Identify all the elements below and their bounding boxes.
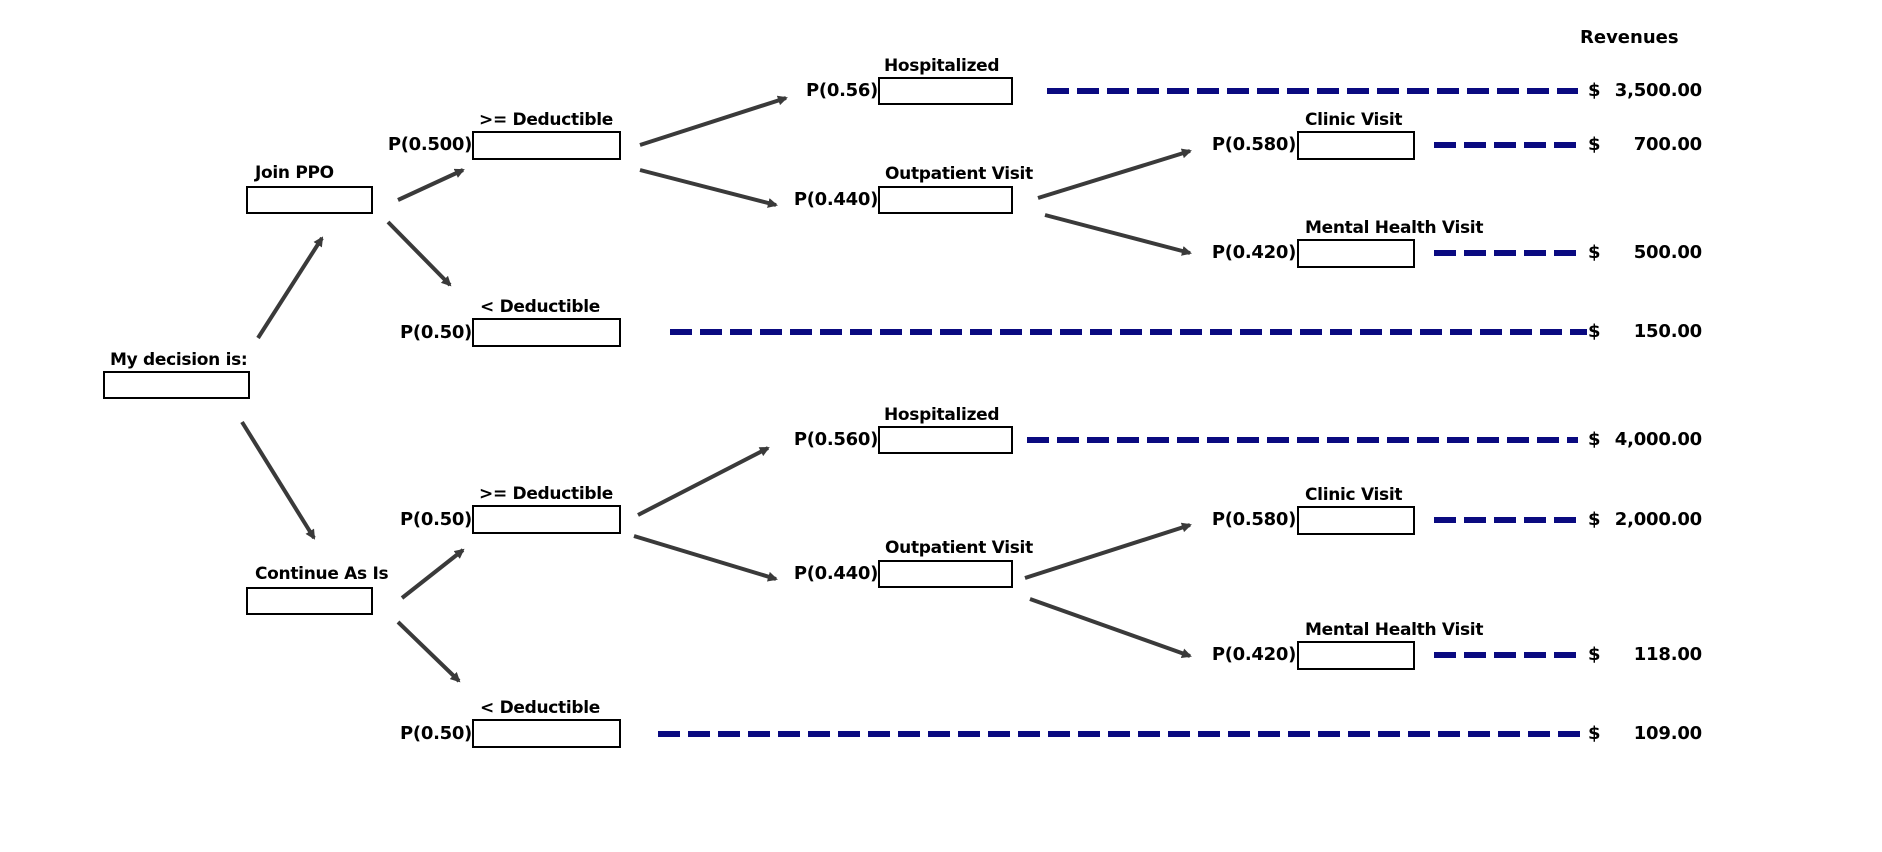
currency-symbol: $	[1588, 429, 1601, 450]
revenue-cont-lt: 109.00	[1633, 723, 1702, 744]
arrow-cont-outp-to-mental	[1029, 597, 1192, 659]
join-mental-label: Mental Health Visit	[1305, 218, 1484, 238]
join-ppo-box[interactable]	[246, 186, 373, 214]
revenue-cont-clinic: 2,000.00	[1614, 509, 1702, 530]
cont-outp-box[interactable]	[878, 560, 1013, 588]
join-ge-label: >= Deductible	[479, 110, 613, 130]
currency-symbol: $	[1588, 644, 1601, 665]
arrow-root-to-join	[256, 236, 324, 340]
continue-box[interactable]	[246, 587, 373, 615]
arrow-root-to-continue	[240, 420, 316, 540]
join-lt-box[interactable]	[472, 318, 621, 347]
cont-lt-prob: P(0.50)	[400, 723, 472, 744]
dash-cont-mental	[1434, 652, 1587, 665]
currency-symbol: $	[1588, 509, 1601, 530]
continue-label: Continue As Is	[255, 564, 389, 584]
join-mental-box[interactable]	[1297, 239, 1415, 268]
join-lt-prob: P(0.50)	[400, 322, 472, 343]
cont-mental-prob: P(0.420)	[1211, 644, 1296, 665]
revenues-header: Revenues	[1580, 27, 1679, 48]
tree-arrows	[240, 95, 1192, 683]
join-lt-label: < Deductible	[480, 297, 601, 317]
dash-join-lt	[670, 329, 1591, 342]
cont-hosp-label: Hospitalized	[884, 405, 1000, 425]
cont-mental-label: Mental Health Visit	[1305, 620, 1484, 640]
arrow-join-to-ge	[397, 168, 465, 202]
currency-symbol: $	[1588, 80, 1601, 101]
arrow-join-to-lt	[386, 220, 452, 287]
arrow-cont-to-ge	[400, 548, 465, 600]
cont-outp-label: Outpatient Visit	[885, 538, 1033, 558]
dash-join-hosp	[1047, 88, 1582, 101]
cont-ge-label: >= Deductible	[479, 484, 613, 504]
arrow-cont-ge-to-outp	[633, 534, 778, 582]
join-ppo-label: Join PPO	[255, 163, 334, 183]
cont-clinic-prob: P(0.580)	[1211, 509, 1296, 530]
cont-ge-prob: P(0.50)	[400, 509, 472, 530]
join-hosp-box[interactable]	[878, 77, 1013, 105]
join-ge-prob: P(0.500)	[387, 134, 472, 155]
arrow-cont-outp-to-clinic	[1024, 522, 1192, 580]
join-hosp-label: Hospitalized	[884, 56, 1000, 76]
arrow-join-ge-to-hosp	[639, 95, 788, 147]
dash-join-mental	[1434, 250, 1587, 263]
cont-clinic-label: Clinic Visit	[1305, 485, 1403, 505]
cont-clinic-box[interactable]	[1297, 506, 1415, 535]
currency-symbol: $	[1588, 723, 1601, 744]
arrow-cont-to-lt	[396, 620, 461, 683]
dash-cont-lt	[658, 731, 1591, 744]
revenue-join-clinic: 700.00	[1633, 134, 1702, 155]
arrow-join-outp-to-clinic	[1037, 148, 1192, 200]
join-clinic-label: Clinic Visit	[1305, 110, 1403, 130]
join-hosp-prob: P(0.56)	[806, 80, 878, 101]
cont-hosp-prob: P(0.560)	[793, 429, 878, 450]
join-ge-box[interactable]	[472, 131, 621, 160]
cont-ge-box[interactable]	[472, 505, 621, 534]
cont-lt-label: < Deductible	[480, 698, 601, 718]
revenue-join-hosp: 3,500.00	[1614, 80, 1702, 101]
currency-symbol: $	[1588, 242, 1601, 263]
cont-lt-box[interactable]	[472, 719, 621, 748]
revenue-join-mental: 500.00	[1633, 242, 1702, 263]
join-mental-prob: P(0.420)	[1211, 242, 1296, 263]
join-outp-prob: P(0.440)	[793, 189, 878, 210]
arrow-join-outp-to-mental	[1044, 213, 1192, 256]
cont-outp-prob: P(0.440)	[793, 563, 878, 584]
arrow-join-ge-to-outp	[639, 168, 778, 208]
join-clinic-box[interactable]	[1297, 131, 1415, 160]
join-clinic-prob: P(0.580)	[1211, 134, 1296, 155]
cont-mental-box[interactable]	[1297, 641, 1415, 670]
revenue-cont-hosp: 4,000.00	[1614, 429, 1702, 450]
join-outp-label: Outpatient Visit	[885, 164, 1033, 184]
dash-join-clinic	[1434, 142, 1582, 155]
root-label: My decision is:	[110, 350, 248, 370]
dash-cont-clinic	[1434, 517, 1587, 530]
cont-hosp-box[interactable]	[878, 426, 1013, 454]
arrow-cont-ge-to-hosp	[637, 446, 770, 517]
payoff-connector-lines	[658, 88, 1591, 744]
join-outp-box[interactable]	[878, 186, 1013, 214]
revenue-join-lt: 150.00	[1633, 321, 1702, 342]
revenue-cont-mental: 118.00	[1633, 644, 1702, 665]
dash-cont-hosp	[1027, 437, 1582, 450]
root-decision-box[interactable]	[103, 371, 250, 399]
currency-symbol: $	[1588, 321, 1601, 342]
currency-symbol: $	[1588, 134, 1601, 155]
